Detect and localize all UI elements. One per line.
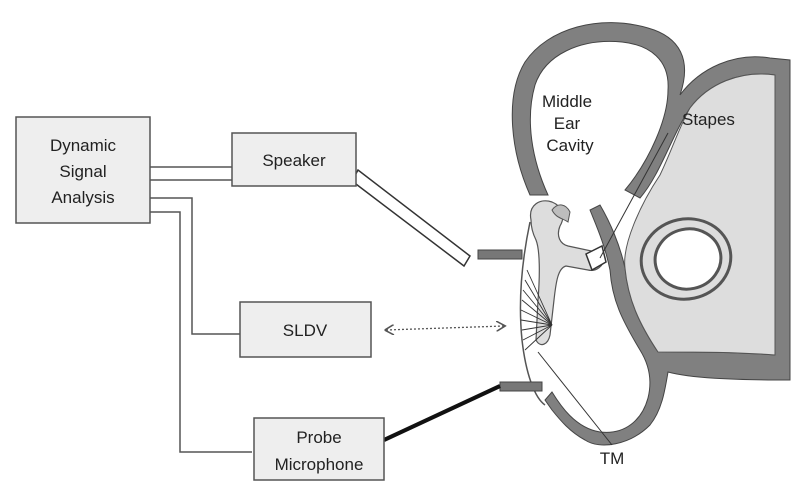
- stapes-leader: [599, 132, 669, 259]
- dsa-sldv-wire: [150, 197, 240, 335]
- probe-label-2: Microphone: [275, 455, 364, 474]
- dsa-label-3: Analysis: [51, 188, 114, 207]
- laser-beam-arrow: [386, 326, 504, 330]
- tm-leader: [537, 351, 613, 446]
- tm-measurement-lines: [520, 269, 553, 351]
- middle-ear-cavity-label-2: Ear: [554, 114, 581, 133]
- probe-label-1: Probe: [296, 428, 341, 447]
- oval-window-inner: [653, 227, 723, 291]
- incus-process: [551, 204, 571, 223]
- sldv-label: SLDV: [283, 321, 328, 340]
- wiring: [150, 166, 504, 453]
- tympanic-membrane: [519, 221, 546, 406]
- middle-ear-cavity-label-3: Cavity: [546, 136, 594, 155]
- speaker-label: Speaker: [262, 151, 326, 170]
- dsa-label-2: Signal: [59, 162, 106, 181]
- stapes-label: Stapes: [682, 110, 735, 129]
- ear-anatomy: Middle Ear Cavity Stapes TM: [477, 22, 791, 468]
- probe-tube: [383, 384, 501, 442]
- dsa-probe-wire: [150, 211, 252, 453]
- sldv-box: SLDV: [239, 301, 372, 358]
- dsa-label-1: Dynamic: [50, 136, 117, 155]
- stapes-head: [585, 244, 607, 272]
- speaker-box: Speaker: [231, 132, 357, 187]
- probe-microphone-box: Probe Microphone: [253, 417, 385, 481]
- dsa-box: Dynamic Signal Analysis: [15, 116, 151, 224]
- cavity-wall: [511, 22, 791, 446]
- probe-port: [499, 381, 543, 392]
- speaker-port: [477, 249, 523, 260]
- speaker-tube: [351, 168, 471, 268]
- tm-label: TM: [600, 449, 625, 468]
- middle-ear-cavity-label-1: Middle: [542, 92, 592, 111]
